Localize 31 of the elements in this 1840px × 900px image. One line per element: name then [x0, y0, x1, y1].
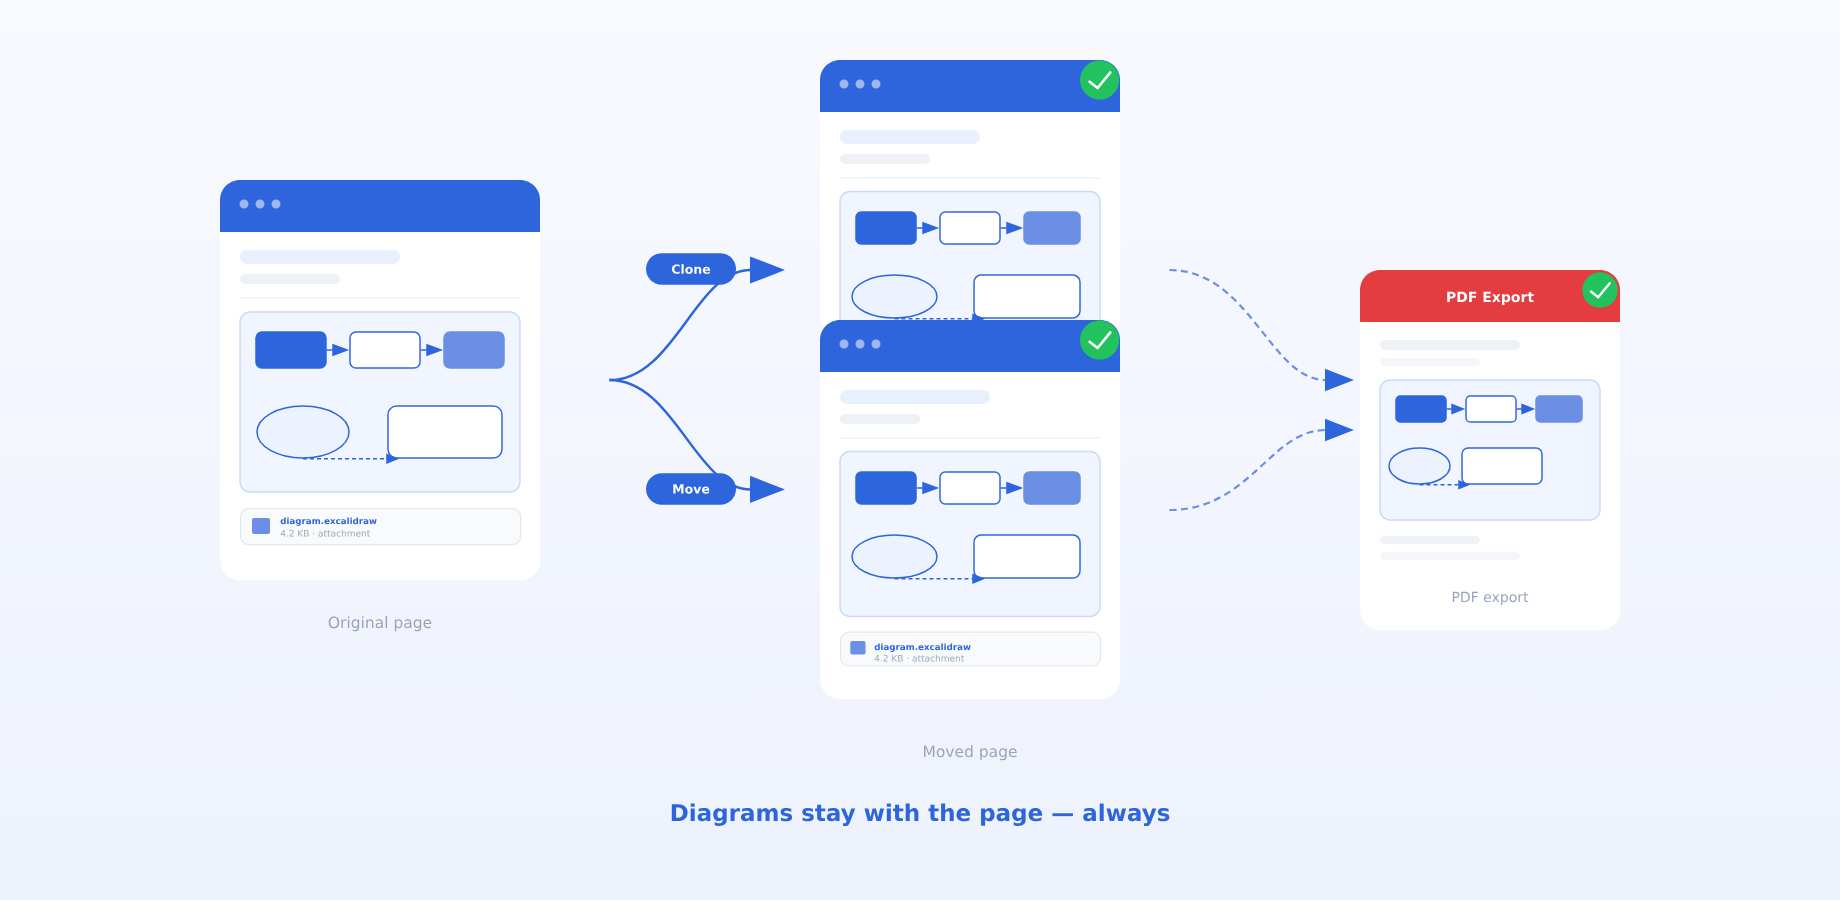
page-caption: Original page [328, 616, 432, 632]
diagram-box [255, 331, 327, 369]
edge-label: Move [646, 473, 736, 505]
diagram-ellipse [851, 274, 938, 319]
card-caption: PDF export [1452, 591, 1529, 605]
file-size: 4.2 KB · attachment [874, 654, 965, 662]
file-size: 4.2 KB · attachment [280, 529, 371, 537]
diagram-box [443, 331, 505, 369]
diagram-box [939, 211, 1001, 245]
diagram-box [1535, 395, 1583, 423]
diagram-box [973, 534, 1081, 579]
diagram-box [1023, 471, 1081, 505]
diagram-box [973, 274, 1081, 319]
diagram-box [939, 471, 1001, 505]
diagram-box [1461, 447, 1543, 485]
diagram-box [349, 331, 421, 369]
diagram-box [855, 211, 917, 245]
header-bar: PDF Export [1360, 270, 1620, 322]
diagram-ellipse [256, 405, 350, 459]
diagram-box [387, 405, 503, 459]
diagram-box [1465, 395, 1517, 423]
file-name: diagram.excalidraw [280, 517, 377, 526]
diagram-box [1395, 395, 1447, 423]
diagram-box [1023, 211, 1081, 245]
page-caption: Moved page [924, 745, 1017, 761]
diagram-box [855, 471, 917, 505]
caption: Diagrams stay with the page — always [671, 803, 1170, 826]
diagram-ellipse [1388, 447, 1451, 485]
edge-label: Clone [646, 253, 736, 285]
diagram-ellipse [851, 534, 938, 579]
file-name: diagram.excalidraw [874, 643, 971, 652]
